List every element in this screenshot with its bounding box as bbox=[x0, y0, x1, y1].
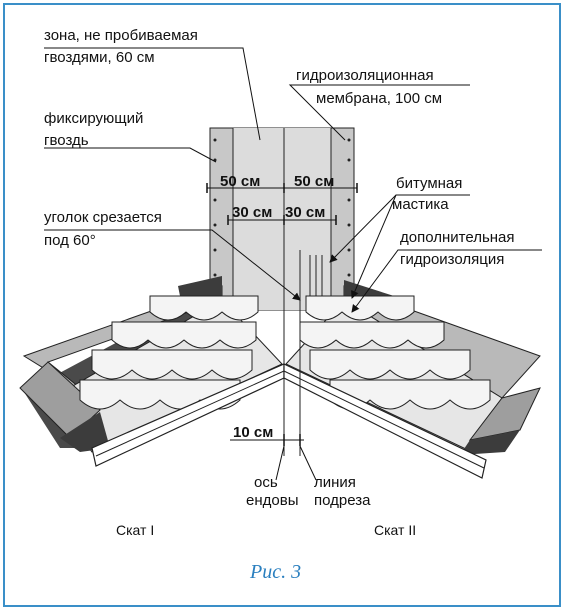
shingles-right bbox=[299, 295, 491, 410]
dimension-10 bbox=[230, 434, 304, 446]
dimension-50 bbox=[206, 183, 358, 193]
membrane-label-line1: гидроизоляционная bbox=[296, 67, 434, 84]
extra-waterproofing-label-line1: дополнительная bbox=[400, 229, 515, 246]
dimension-30 bbox=[227, 215, 337, 225]
dim-left-30: 30 см bbox=[232, 204, 272, 221]
mastic-label-line1: битумная bbox=[396, 175, 462, 192]
slope-1-label: Скат I bbox=[116, 522, 154, 538]
cut-label-line1: линия bbox=[314, 474, 356, 491]
cut-label-line2: подреза bbox=[314, 492, 371, 509]
dim-right-50: 50 см bbox=[294, 173, 334, 190]
nail-label-line1: фиксирующий bbox=[44, 110, 143, 127]
leader-lines bbox=[44, 47, 542, 481]
dim-left-50: 50 см bbox=[220, 173, 260, 190]
mastic-label-line2: мастика bbox=[392, 196, 449, 213]
corner-label-line2: под 60° bbox=[44, 232, 96, 249]
gutter bbox=[91, 363, 487, 479]
axis-label-line2: ендовы bbox=[246, 492, 298, 509]
figure-frame bbox=[3, 3, 561, 607]
zone-label-line1: зона, не пробиваемая bbox=[44, 27, 198, 44]
slope-2-label: Скат II bbox=[374, 522, 416, 538]
extra-waterproofing-label-line2: гидроизоляция bbox=[400, 251, 504, 268]
dim-10: 10 см bbox=[233, 424, 273, 441]
nail-label-line2: гвоздь bbox=[44, 132, 89, 149]
axis-label-line1: ось bbox=[254, 474, 278, 491]
membrane-sheet bbox=[209, 127, 355, 311]
corner-label-line1: уголок срезается bbox=[44, 209, 162, 226]
dim-right-30: 30 см bbox=[285, 204, 325, 221]
figure-caption: Рис. 3 bbox=[249, 561, 301, 583]
shingles-left bbox=[79, 295, 259, 410]
membrane-label-line2: мембрана, 100 см bbox=[316, 90, 442, 107]
zone-label-line2: гвоздями, 60 см bbox=[44, 49, 155, 66]
